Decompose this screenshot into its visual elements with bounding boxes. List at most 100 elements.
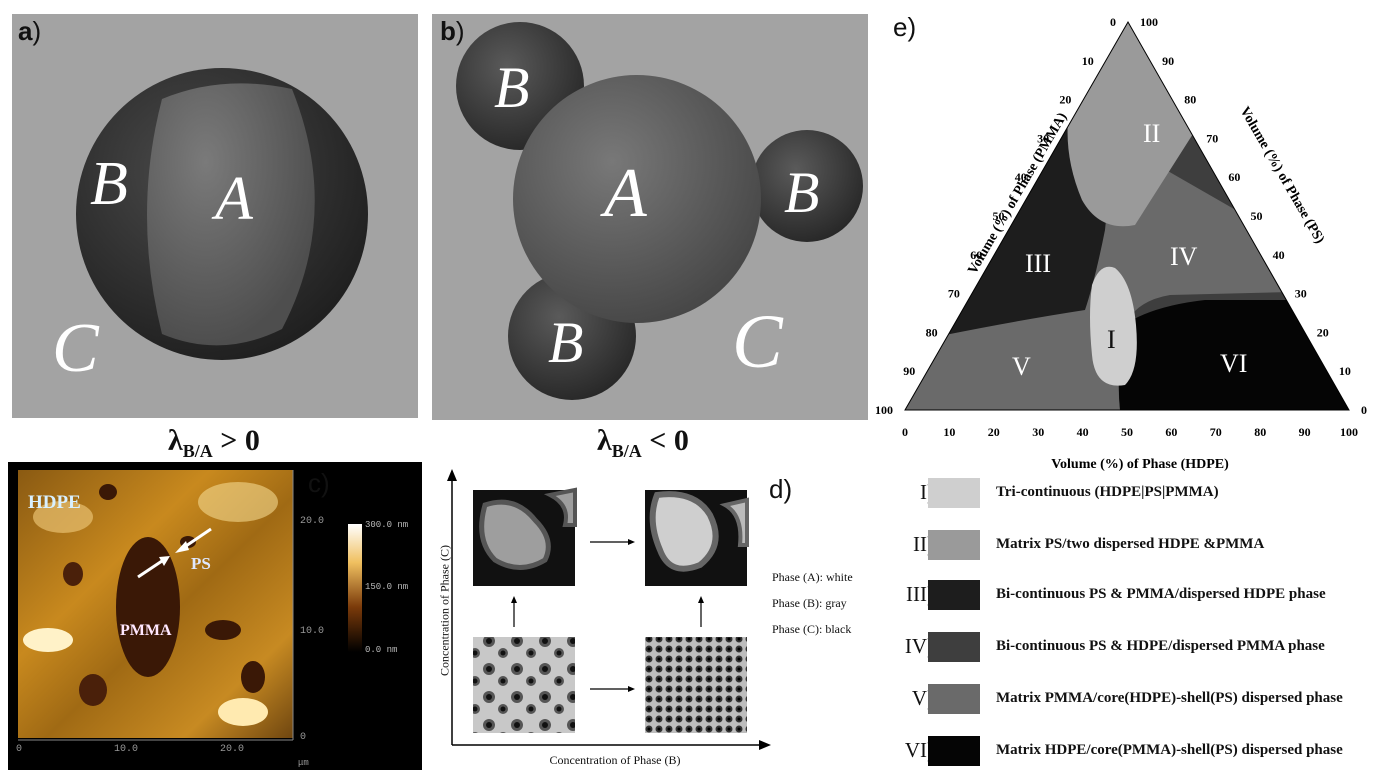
axis-bottom-10: 10.0 — [114, 744, 139, 755]
panel-b: A B B B C — [432, 14, 868, 420]
legend-swatch — [928, 580, 980, 610]
panel-d-letter: d) — [769, 474, 793, 504]
phase-key-b: Phase (B): gray — [772, 596, 847, 610]
left-tick: 20 — [1059, 93, 1071, 107]
label-c: C — [732, 300, 783, 384]
legend-row: VI)Matrix HDPE/core(PMMA)-shell(PS) disp… — [872, 736, 1372, 770]
right-tick: 10 — [1339, 364, 1351, 378]
legend-number: II) — [913, 532, 934, 556]
left-tick: 80 — [926, 325, 938, 339]
left-tick: 90 — [903, 364, 915, 378]
colorbar-mid: 150.0 nm — [365, 582, 409, 592]
region-label-v: V — [1012, 352, 1031, 381]
legend-text: Matrix HDPE/core(PMMA)-shell(PS) dispers… — [996, 742, 1343, 758]
ternary-regions — [905, 22, 1349, 410]
pmma-domain — [116, 537, 180, 677]
label-a: A — [604, 155, 647, 232]
right-tick: 20 — [1317, 325, 1329, 339]
axis-right-20: 20.0 — [300, 516, 325, 527]
left-tick: 50 — [993, 209, 1005, 223]
bottom-tick: 80 — [1254, 425, 1266, 439]
axis-bottom-20: 20.0 — [220, 744, 245, 755]
panel-b-letter: b) — [440, 16, 465, 46]
droplet-b-right — [751, 130, 863, 242]
region-ii — [1067, 22, 1205, 227]
d-xlabel: Concentration of Phase (B) — [549, 753, 681, 767]
legend-text: Matrix PMMA/core(HDPE)-shell(PS) dispers… — [996, 690, 1343, 706]
lambda-b: λB/A < 0 — [597, 424, 689, 461]
legend-swatch — [928, 478, 980, 508]
left-tick: 30 — [1037, 131, 1049, 145]
bottom-tick: 20 — [988, 425, 1000, 439]
right-tick: 70 — [1206, 131, 1218, 145]
right-tick: 100 — [1140, 15, 1158, 29]
region-label-ii: II — [1143, 119, 1160, 148]
legend-swatch — [928, 684, 980, 714]
legend-row: IV)Bi-continuous PS & HDPE/dispersed PMM… — [872, 632, 1372, 666]
panel-b-render — [456, 22, 863, 400]
legend-row: I) Tri-continuous (HDPE|PS|PMMA) — [872, 478, 1372, 512]
lambda-a: λB/A > 0 — [168, 424, 260, 461]
region-label-iii: III — [1025, 249, 1051, 278]
region-label-i: I — [1107, 325, 1116, 354]
colorbar-bottom: 0.0 nm — [365, 645, 398, 655]
legend-number: V) — [911, 686, 934, 710]
label-hdpe: HDPE — [28, 492, 81, 513]
sphere-a-core — [147, 83, 315, 346]
right-tick: 80 — [1184, 93, 1196, 107]
bottom-tick: 100 — [1340, 425, 1358, 439]
phase-key-c: Phase (C): black — [772, 622, 852, 636]
right-tick: 50 — [1251, 209, 1263, 223]
region-i — [1090, 266, 1137, 386]
right-tick: 0 — [1361, 403, 1367, 417]
panel-d: Concentration of Phase (C) Concentration… — [425, 465, 775, 770]
panel-c-letter: c) — [308, 468, 330, 498]
bottom-tick: 60 — [1165, 425, 1177, 439]
legend-swatch — [928, 632, 980, 662]
legend-row: II)Matrix PS/two dispersed HDPE &PMMA — [872, 530, 1372, 564]
phase-key-a: Phase (A): white — [772, 570, 853, 584]
legend-text: Bi-continuous PS & HDPE/dispersed PMMA p… — [996, 638, 1325, 654]
left-tick: 0 — [1110, 15, 1116, 29]
bottom-tick: 30 — [1032, 425, 1044, 439]
bottom-tick: 40 — [1077, 425, 1089, 439]
label-b-top: B — [494, 55, 530, 120]
label-c: C — [52, 310, 99, 387]
label-pmma: PMMA — [120, 622, 172, 639]
label-b: B — [90, 150, 128, 218]
panel-e-letter: e) — [893, 12, 917, 42]
panel-a-render — [76, 68, 368, 360]
right-tick: 30 — [1295, 287, 1307, 301]
axis-right-0: 0 — [300, 732, 307, 743]
left-tick: 100 — [875, 403, 893, 417]
right-tick: 60 — [1228, 170, 1240, 184]
morph-bottom-right — [645, 637, 747, 733]
bottom-tick: 10 — [943, 425, 955, 439]
legend-text: Tri-continuous (HDPE|PS|PMMA) — [996, 484, 1219, 500]
bottom-tick: 70 — [1210, 425, 1222, 439]
bottom-tick: 0 — [902, 425, 908, 439]
panel-c: HDPE PS PMMA 20.0 10.0 0 0 10.0 20.0 μm … — [8, 462, 422, 770]
colorbar — [348, 524, 362, 652]
droplet-a — [513, 75, 761, 323]
axis-bottom-0: 0 — [16, 744, 23, 755]
bottom-tick: 50 — [1121, 425, 1133, 439]
legend-row: V) Matrix PMMA/core(HDPE)-shell(PS) dispe… — [872, 684, 1372, 718]
right-tick: 40 — [1273, 248, 1285, 262]
legend-number: III) — [906, 582, 934, 606]
legend-row: III)Bi-continuous PS & PMMA/dispersed HD… — [872, 580, 1372, 614]
axis-right-10: 10.0 — [300, 626, 325, 637]
label-b-right: B — [784, 160, 820, 225]
bottom-tick: 90 — [1299, 425, 1311, 439]
right-tick: 90 — [1162, 54, 1174, 68]
triangle-outline — [904, 20, 1350, 411]
axis-unit: μm — [298, 758, 309, 768]
panel-a: A B C — [12, 14, 418, 418]
region-label-iv: IV — [1170, 242, 1198, 271]
panel-d-diagram — [447, 469, 771, 750]
left-tick: 70 — [948, 287, 960, 301]
d-ylabel: Concentration of Phase (C) — [437, 545, 452, 676]
label-ps: PS — [191, 554, 211, 573]
legend-number: I) — [920, 480, 934, 504]
